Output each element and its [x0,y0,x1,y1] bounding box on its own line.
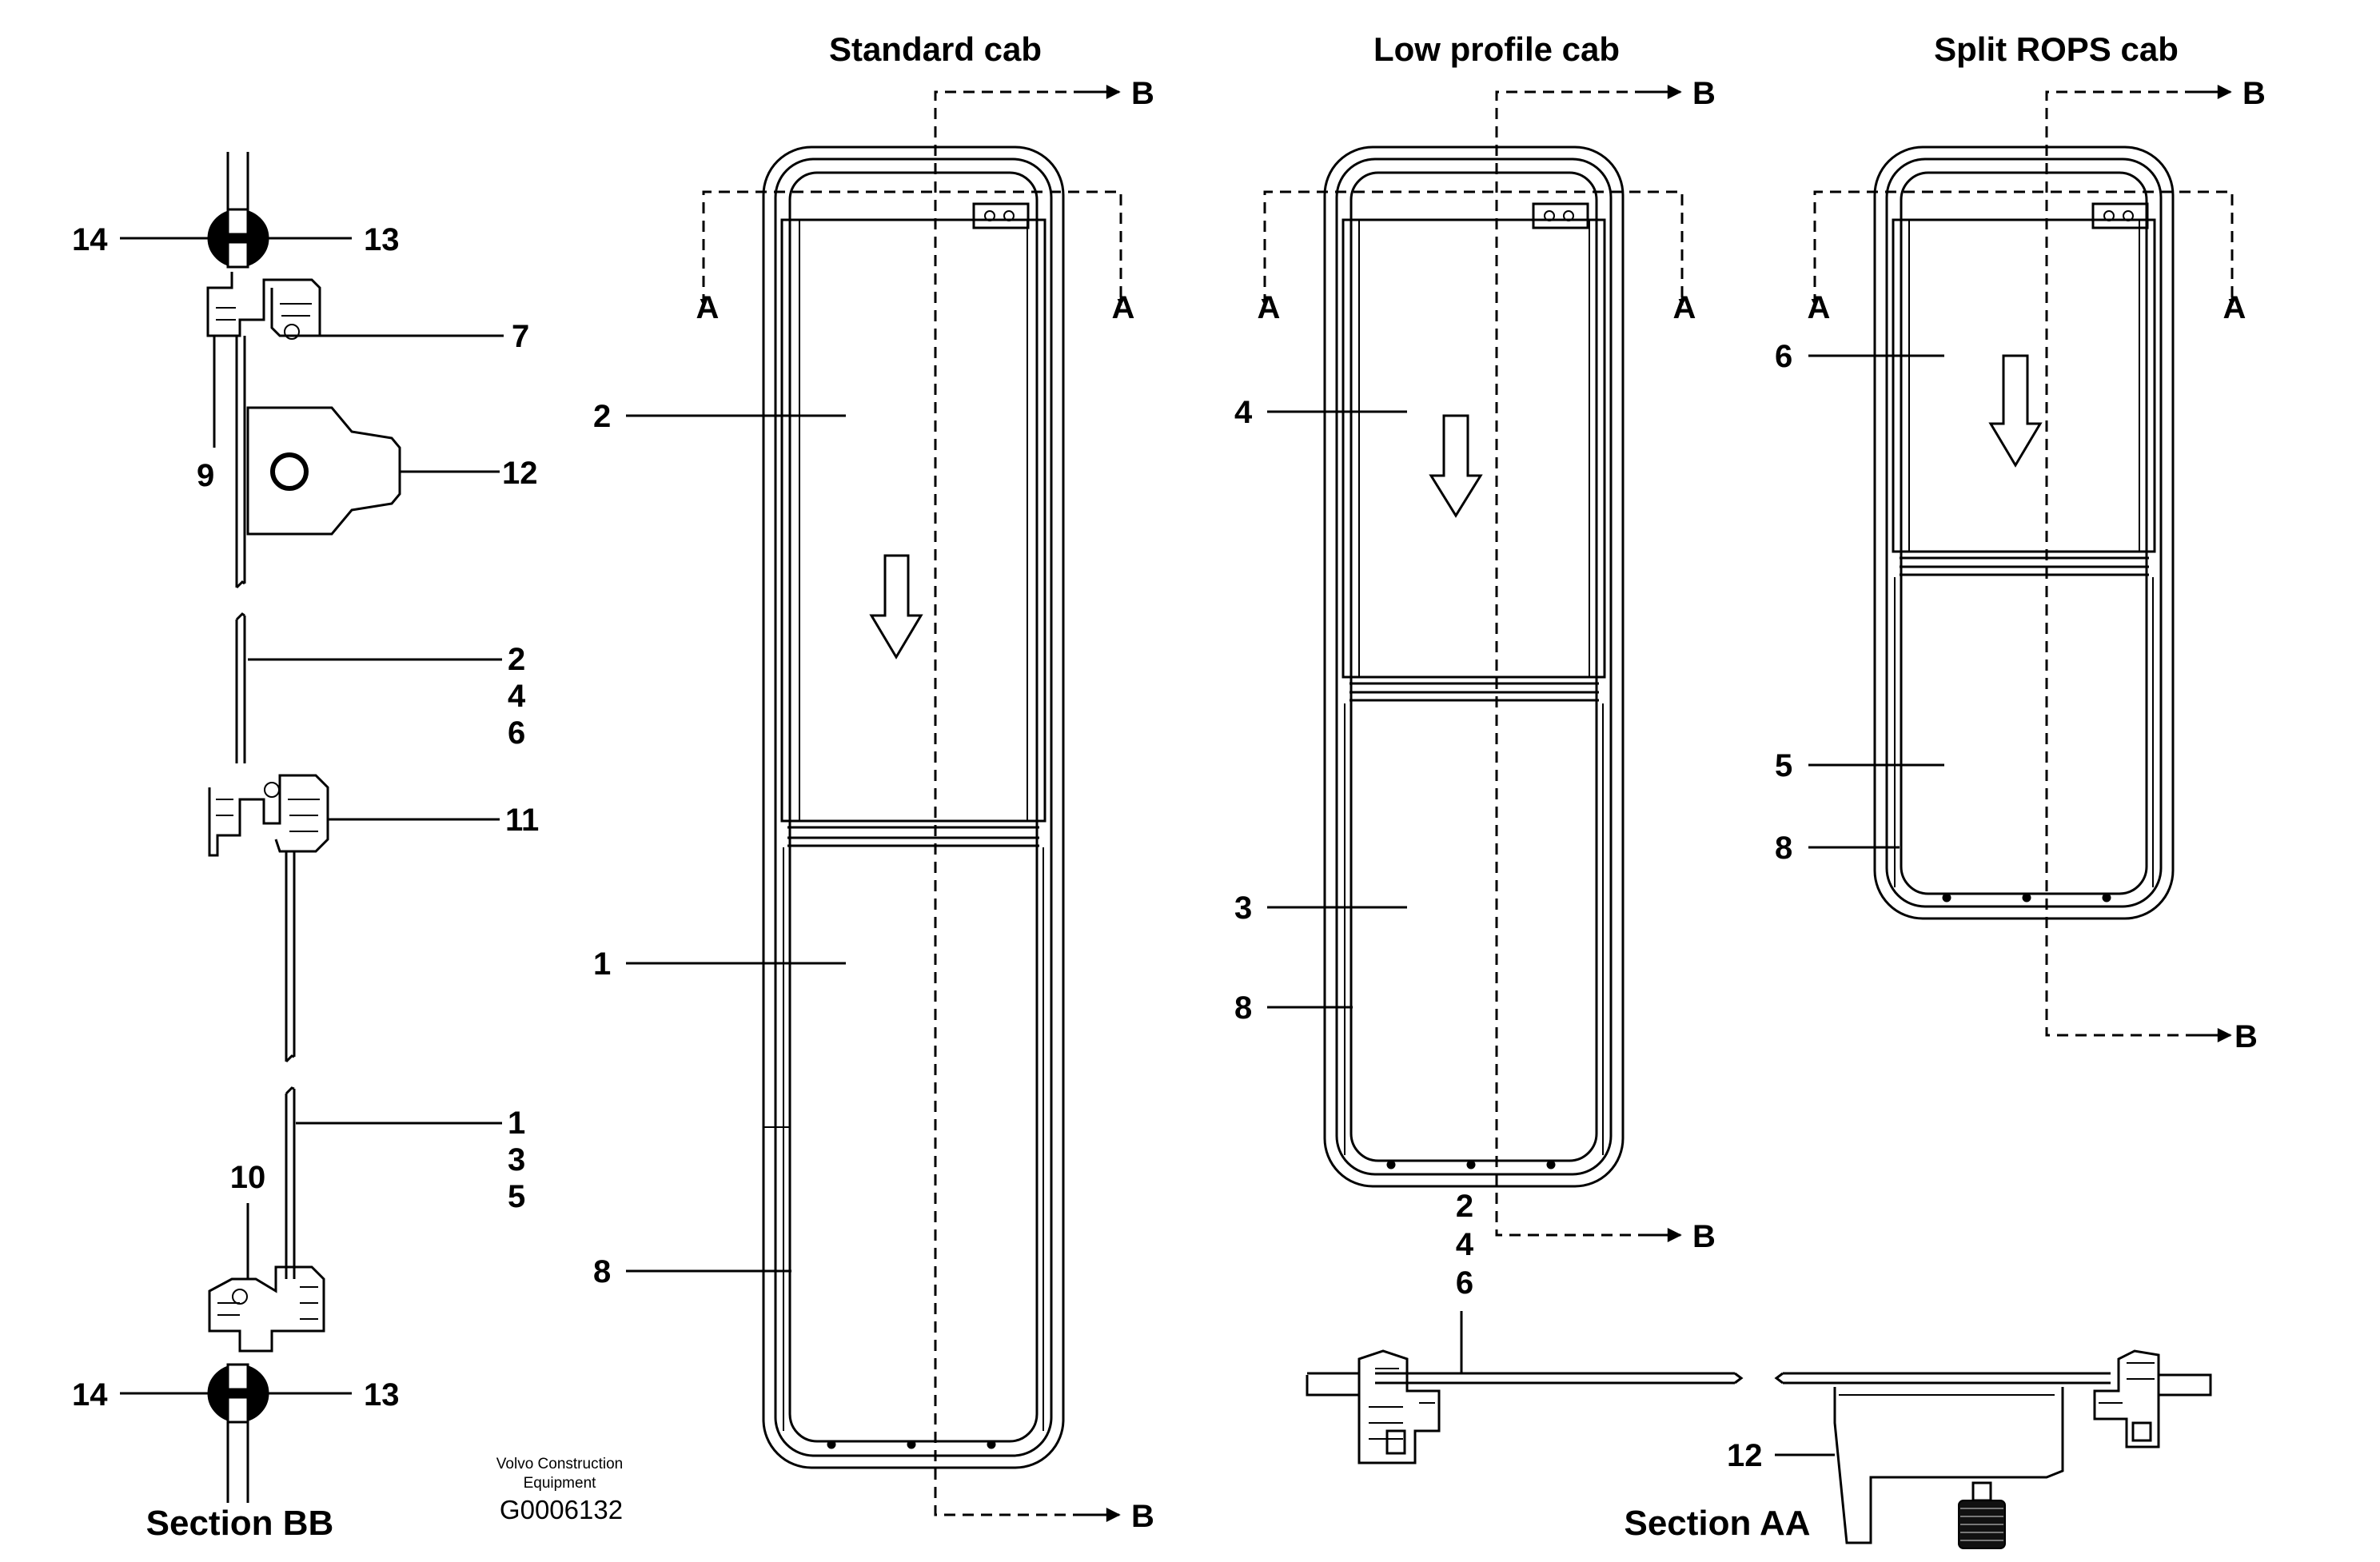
section-aa-label: Section AA [1624,1504,1810,1543]
callout-2-section-aa: 2 [1456,1189,1473,1224]
callout-3-low: 3 [1234,891,1252,926]
callout-14-bottom: 14 [72,1377,108,1413]
callout-4-low: 4 [1234,395,1253,430]
callout-6-bb: 6 [508,715,525,751]
callout-13-bottom: 13 [364,1377,400,1413]
callout-14-top: 14 [72,222,108,257]
callout-9: 9 [197,458,214,493]
section-line-aa-standard [700,190,1125,306]
callout-10: 10 [230,1160,266,1195]
section-line-bb-split [2045,90,2215,1037]
mark-b-bottom-standard: B [1131,1499,1154,1534]
callout-4-section-aa: 4 [1456,1227,1474,1262]
mark-a-right-split: A [2223,290,2246,325]
callout-5-split: 5 [1775,748,1792,783]
callout-8-standard: 8 [593,1254,611,1289]
callout-1-bb: 1 [508,1106,525,1141]
mark-a-left-split: A [1808,290,1831,325]
callout-2-standard: 2 [593,399,611,434]
callout-8-low: 8 [1234,990,1252,1026]
low-profile-cab-view: A A B B 4 3 8 2 4 6 [1234,76,1716,1301]
slide-direction-arrow [869,554,923,659]
mark-a-left-low: A [1258,290,1281,325]
callout-12-section-aa: 12 [1727,1438,1763,1473]
callout-7: 7 [512,319,529,354]
callout-6-section-aa: 6 [1456,1265,1473,1301]
callout-4-bb: 4 [508,679,526,714]
mark-b-bottom-low: B [1692,1219,1716,1254]
callout-3-bb: 3 [508,1142,525,1177]
title-split-rops-cab: Split ROPS cab [1934,30,2179,68]
callout-6-split: 6 [1775,339,1792,374]
callout-2-bb: 2 [508,642,525,677]
callout-5-bb: 5 [508,1179,525,1214]
credit-line-1: Volvo Construction [496,1456,623,1472]
standard-cab-view: A A B B 2 1 8 [593,76,1154,1534]
section-bb-view: 14 13 7 9 12 2 4 6 11 [72,152,539,1543]
drawing-code: G0006132 [500,1495,623,1524]
callout-13-top: 13 [364,222,400,257]
mark-a-left-standard: A [696,290,720,325]
section-line-bb-standard [934,90,1103,1516]
mark-a-right-low: A [1673,290,1696,325]
callout-12-handle: 12 [502,456,538,491]
section-aa-view: 12 Section AA [1306,1311,2212,1549]
slide-direction-arrow-split [1988,354,2043,468]
credit-line-2: Equipment [524,1475,597,1492]
mark-b-top-low: B [1692,76,1716,111]
callout-11: 11 [505,803,539,838]
section-bb-label: Section BB [146,1504,334,1543]
callout-8-split: 8 [1775,831,1792,866]
mark-a-right-standard: A [1112,290,1135,325]
title-standard-cab: Standard cab [829,30,1042,68]
slide-direction-arrow-low [1429,414,1483,518]
section-line-aa-split [1811,190,2236,306]
split-rops-cab-view: A A B B 6 5 8 [1775,76,2266,1054]
mark-b-bottom-split: B [2234,1019,2258,1054]
title-low-profile-cab: Low profile cab [1373,30,1620,68]
mark-b-top-split: B [2242,76,2266,111]
section-line-aa-low [1261,190,1686,306]
section-line-bb-low [1495,90,1664,1237]
mark-b-top-standard: B [1131,76,1154,111]
callout-1-standard: 1 [593,946,611,982]
